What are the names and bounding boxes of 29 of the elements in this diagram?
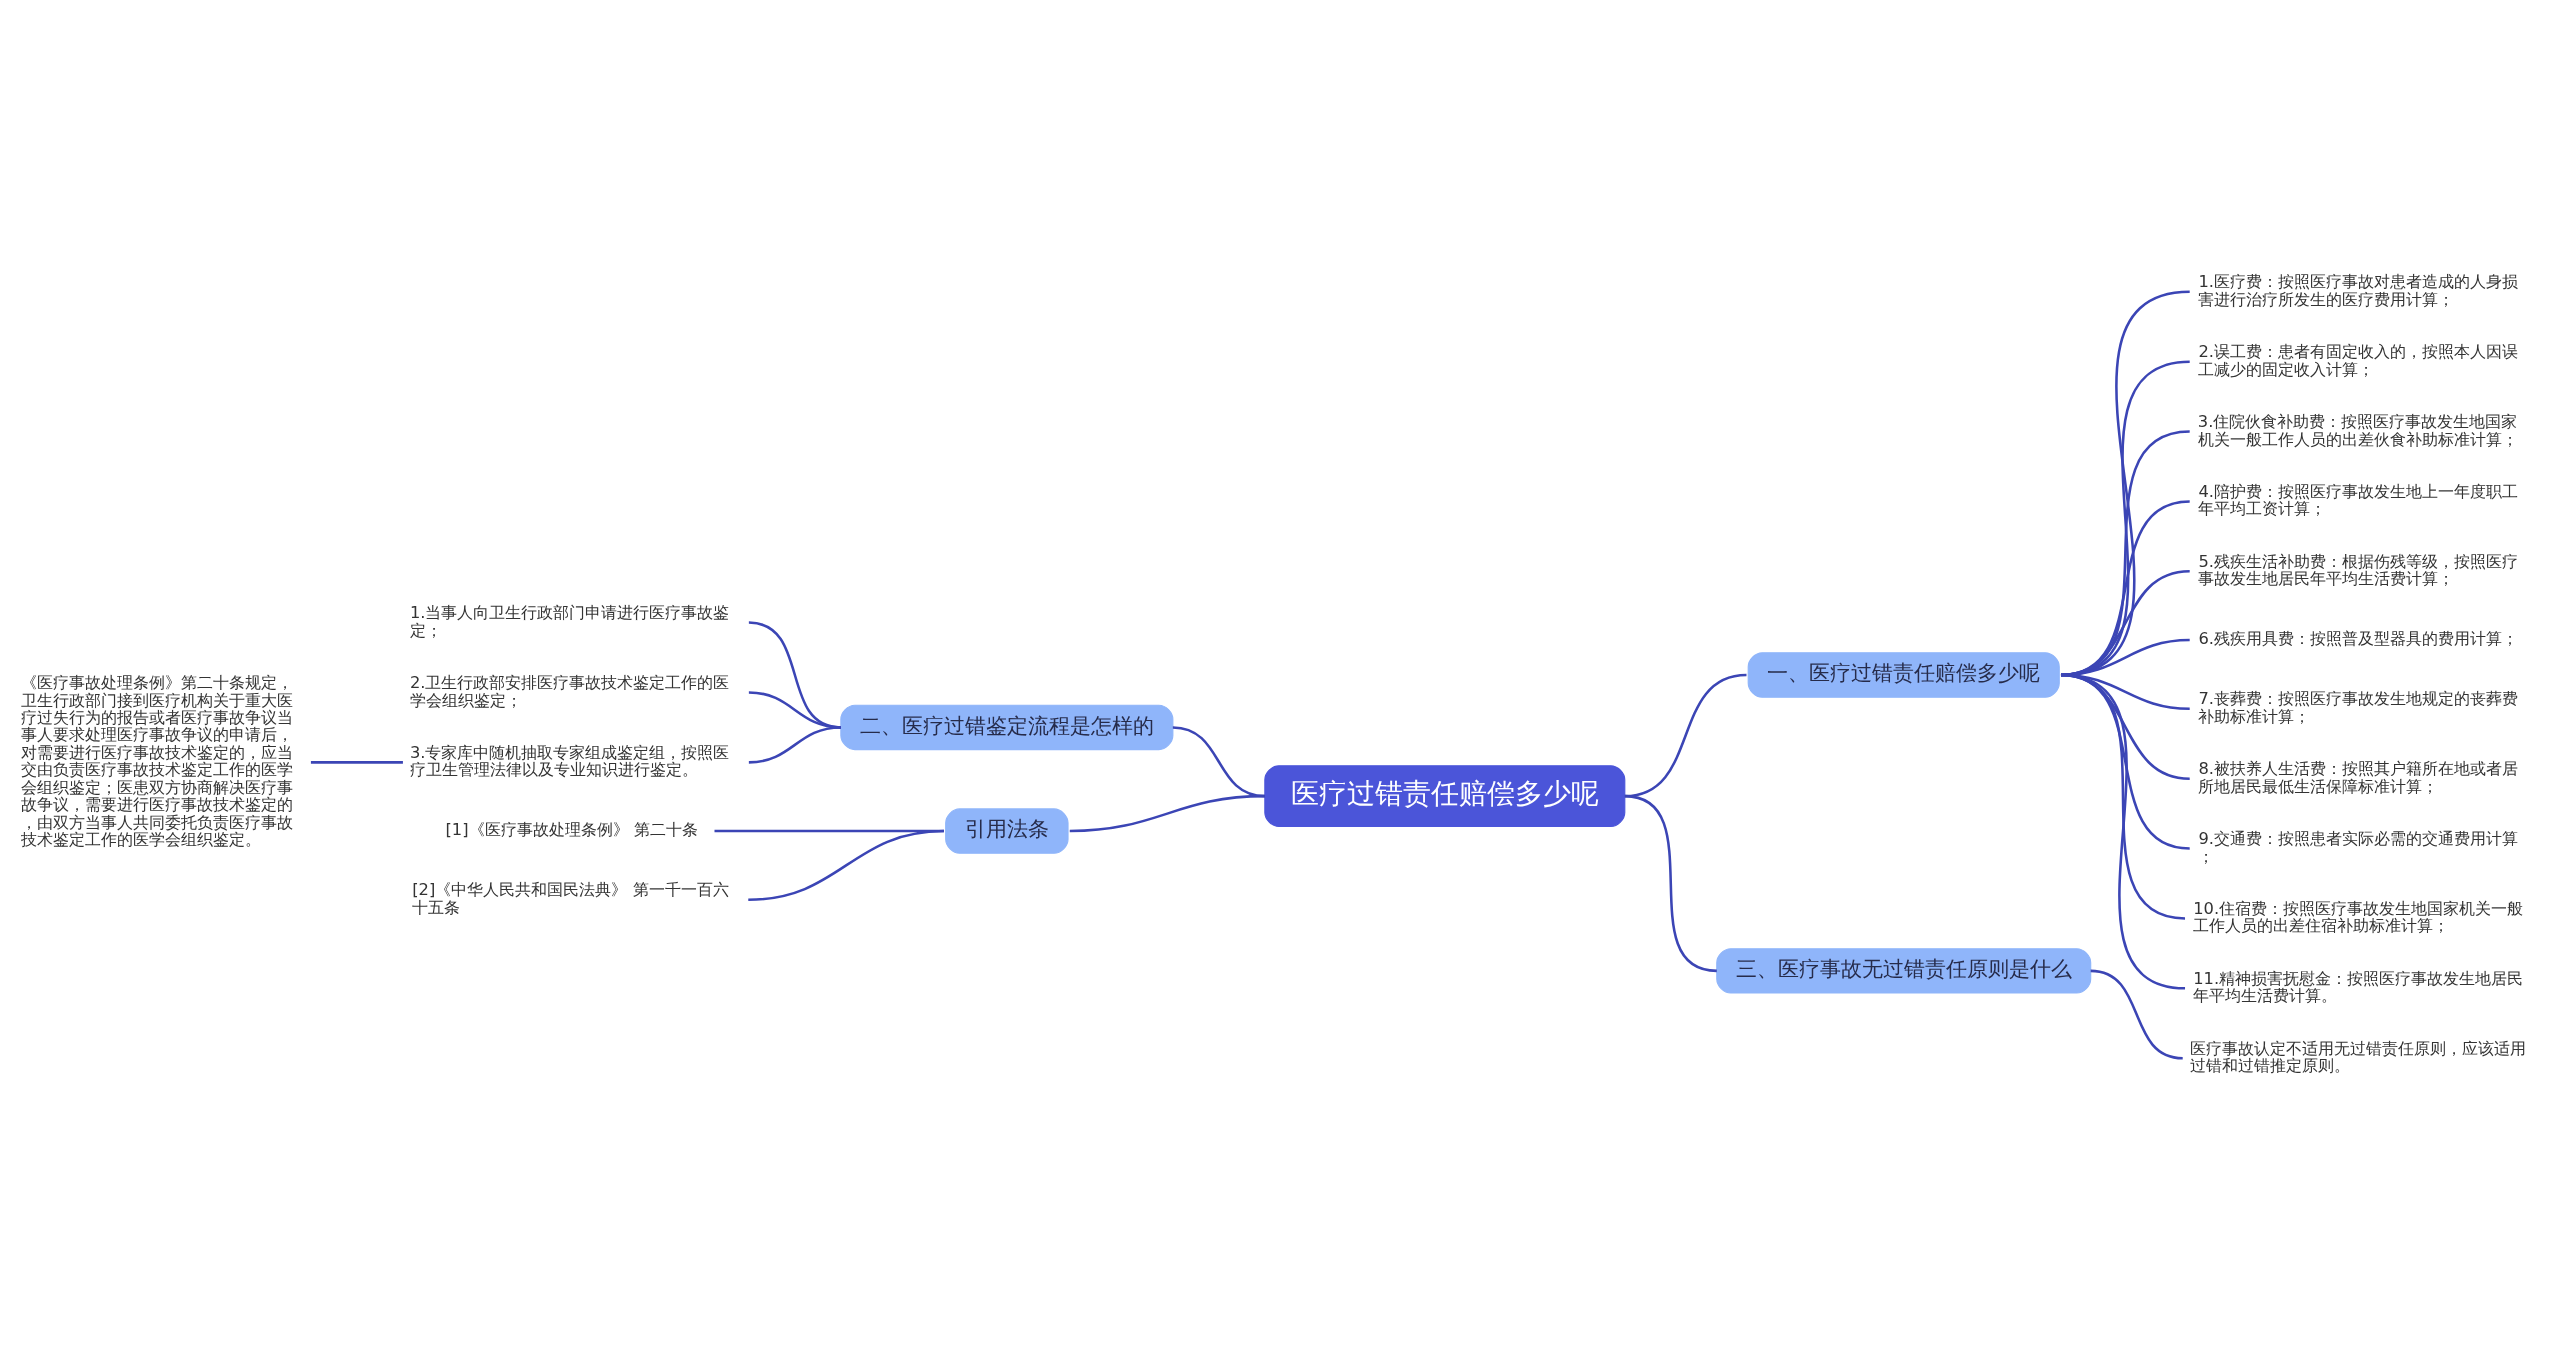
connector: [1624, 794, 1718, 972]
node-text: 2.卫生行政部安排医疗事故技术鉴定工作的医学会组织鉴定；: [409, 672, 730, 710]
node-box: 一、医疗过错责任赔偿多少呢: [1747, 651, 2060, 698]
node-text: [1]《医疗事故处理条例》 第二十条: [445, 819, 698, 839]
node-text: 4.陪护费：按照医疗事故发生地上一年度职工年平均工资计算；: [2198, 481, 2518, 518]
connector: [1069, 794, 1265, 832]
node-text: 3.专家库中随机抽取专家组成鉴定组，按照医疗卫生管理法律以及专业知识进行鉴定。: [409, 742, 730, 779]
node-text: 医疗事故认定不适用无过错责任原则，应该适用过错和过错推定原则。: [2189, 1038, 2526, 1075]
node-text: 7.丧葬费：按照医疗事故发生地规定的丧葬费补助标准计算；: [2198, 688, 2518, 726]
node-text: 11.精神损害抚慰金：按照医疗事故发生地居民年平均生活费计算。: [2193, 968, 2524, 1005]
node-text: 《医疗事故处理条例》第二十条规定，卫生行政部门接到医疗机构关于重大医疗过失行为的报告或者医疗事故争议当事人要求处理医疗事故争议的申请后，对需要进行医疗事故技术鉴定的，应当交由负责医疗事故技术鉴定工作的医学会组织鉴定；医患双方协商解决医疗事故争议，需要进行医疗事故技术鉴定的，由双方当事人共同委托负责医疗事故技术鉴定工作的医学会组织鉴定。: [20, 672, 293, 849]
node-box: 引用法条: [945, 807, 1069, 854]
node-text: 1.当事人向卫生行政部门申请进行医疗事故鉴定；: [409, 602, 730, 640]
connector: [748, 829, 945, 901]
node-box: 二、医疗过错鉴定流程是怎样的: [840, 704, 1174, 750]
node-box: 三、医疗事故无过错责任原则是什么: [1716, 947, 2092, 994]
node-text: 10.住宿费：按照医疗事故发生地国家机关一般工作人员的出差住宿补助标准计算；: [2193, 898, 2524, 935]
node-text: 9.交通费：按照患者实际必需的交通费用计算；: [2198, 828, 2518, 866]
connector: [310, 760, 403, 764]
node-text: [2]《中华人民共和国民法典》 第一千一百六十五条: [412, 879, 729, 917]
connector: [2090, 969, 2183, 1059]
node-text: 6.残疾用具费：按照普及型器具的费用计算；: [2198, 628, 2518, 648]
node-box: 医疗过错责任赔偿多少呢: [1264, 764, 1626, 827]
node-text: 8.被扶养人生活费：按照其户籍所在地或者居所地居民最低生活保障标准计算；: [2198, 758, 2518, 796]
node-text: 1.医疗费：按照医疗事故对患者造成的人身损害进行治疗所发生的医疗费用计算；: [2198, 271, 2518, 309]
node-text: 2.误工费：患者有固定收入的，按照本人因误工减少的固定收入计算；: [2198, 341, 2518, 379]
connector: [748, 725, 841, 764]
node-text: 3.住院伙食补助费：按照医疗事故发生地国家机关一般工作人员的出差伙食补助标准计算；: [2197, 411, 2518, 449]
node-text: 5.残疾生活补助费：根据伤残等级，按照医疗事故发生地居民年平均生活费计算；: [2198, 551, 2518, 588]
